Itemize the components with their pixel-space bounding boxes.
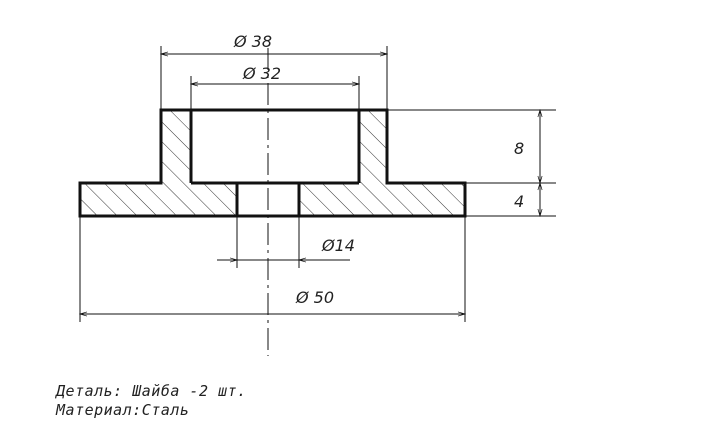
dimension-hole xyxy=(217,216,350,268)
note-part-description: Деталь: Шайба -2 шт. xyxy=(56,382,247,400)
note-material: Материал:Сталь xyxy=(56,401,190,419)
left-section-hatch xyxy=(80,110,237,216)
dimension-boss-outer xyxy=(161,46,387,110)
dimension-heights xyxy=(387,110,556,216)
outer-contour xyxy=(78,108,467,218)
dimension-label-boss-inner: Ø 32 xyxy=(242,64,281,83)
right-section-hatch xyxy=(299,110,465,216)
section-hatching xyxy=(80,110,465,216)
dimension-label-boss-outer: Ø 38 xyxy=(233,32,272,51)
dimension-label-flange-outer: Ø 50 xyxy=(295,288,334,307)
dimension-label-flange-thickness: 4 xyxy=(514,192,524,211)
dimension-label-hole: Ø14 xyxy=(321,236,355,255)
dimension-flange-outer xyxy=(80,216,465,322)
dimension-boss-inner xyxy=(191,76,359,110)
part-outline xyxy=(78,108,467,218)
dimension-label-boss-height: 8 xyxy=(514,139,524,158)
